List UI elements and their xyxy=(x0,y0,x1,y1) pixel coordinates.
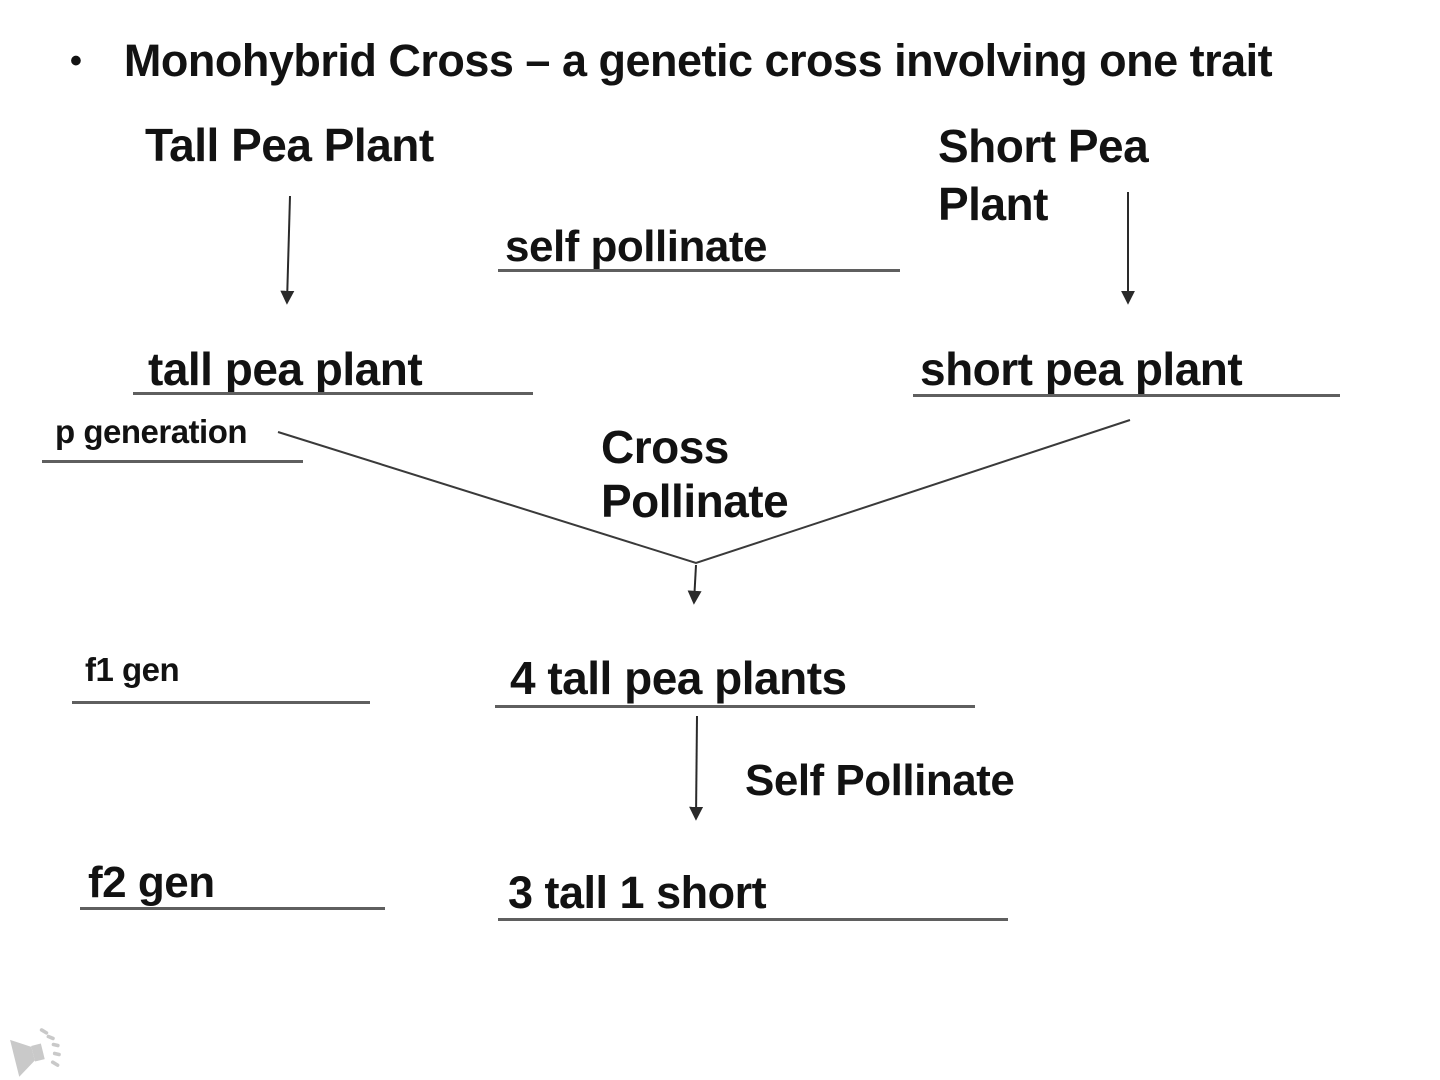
short-result-underline xyxy=(913,394,1340,397)
f2-result-label: 3 tall 1 short xyxy=(508,867,767,918)
tall-pea-plant-result: tall pea plant xyxy=(148,343,423,395)
f1-generation-label: f1 gen xyxy=(85,651,180,688)
f2-generation-underline xyxy=(80,907,385,910)
self-pollinate-blank-label: self pollinate xyxy=(505,222,767,271)
bullet-marker: • xyxy=(70,42,82,80)
f1-result-underline xyxy=(495,705,975,708)
f1-generation-underline xyxy=(72,701,370,704)
f1-result-label: 4 tall pea plants xyxy=(510,652,847,704)
self-pollinate-arrow xyxy=(689,715,704,821)
cross-pollinate-label: Cross Pollinate xyxy=(601,421,789,528)
f2-generation-label: f2 gen xyxy=(88,858,215,907)
self-pollinate-step-label: Self Pollinate xyxy=(745,756,1015,805)
self-pollinate-underline xyxy=(498,269,900,272)
p-generation-label: p generation xyxy=(55,413,248,450)
tall-pea-plant-heading: Tall Pea Plant xyxy=(145,119,434,171)
slide-title: Monohybrid Cross – a genetic cross invol… xyxy=(123,35,1273,86)
short-pea-plant-heading: Short Pea Plant xyxy=(938,120,1149,230)
slide-title-row: • Monohybrid Cross – a genetic cross inv… xyxy=(70,35,1273,86)
f2-result-underline xyxy=(498,918,1008,921)
speaker-icon[interactable] xyxy=(6,1026,68,1080)
short-pea-plant-result: short pea plant xyxy=(920,343,1243,395)
tall-result-underline xyxy=(133,392,533,395)
tall-plant-down-arrow xyxy=(280,195,295,305)
p-generation-underline xyxy=(42,460,303,463)
cross-result-arrow xyxy=(687,564,702,605)
